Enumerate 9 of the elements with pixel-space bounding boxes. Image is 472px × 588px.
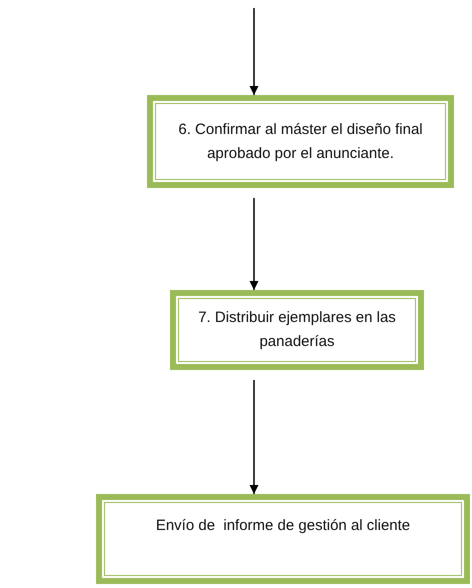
process-box [147, 95, 454, 188]
step-text: 6. Confirmar al máster el diseño final aprobado por el anunciante. [177, 120, 424, 164]
step-text: Envío de informe de gestión al cliente [156, 516, 410, 536]
arrow [250, 380, 258, 494]
step-text: 7. Distribuir ejemplares en las panaderías [197, 308, 397, 352]
process-box [96, 494, 470, 584]
arrow [250, 198, 258, 290]
arrow [250, 8, 258, 95]
process-box [170, 290, 424, 370]
